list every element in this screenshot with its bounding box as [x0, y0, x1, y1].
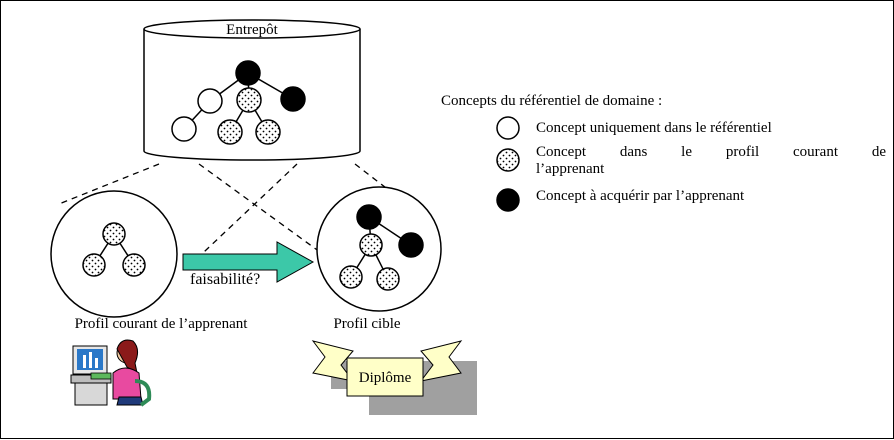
warehouse-concept-tree [171, 60, 306, 145]
learner-at-computer-icon [70, 339, 152, 407]
concept-empty [171, 116, 197, 142]
diploma-label: Diplôme [359, 370, 412, 386]
concept-filled [280, 86, 306, 112]
legend-empty-symbol [496, 116, 520, 140]
warehouse-label: Entrepôt [226, 22, 278, 38]
legend-item-filled-label: Concept à acquérir par l’apprenant [536, 188, 745, 204]
concept-dotted [217, 119, 243, 145]
concept-dotted [359, 233, 383, 257]
legend-item-dotted-label-line2: l’apprenant [536, 161, 605, 177]
feasibility-arrow [182, 241, 315, 283]
concept-filled [398, 232, 424, 258]
concept-dotted [255, 119, 281, 145]
legend-filled-symbol [496, 188, 520, 212]
current-profile-circle [50, 190, 178, 318]
concept-dotted [122, 253, 146, 277]
concept-filled [356, 204, 382, 230]
concept-dotted [339, 265, 363, 289]
legend-dotted-symbol [496, 148, 520, 172]
legend-item-dotted-label-line1: Concept dans le profil courant de [536, 144, 886, 160]
concept-dotted [376, 267, 400, 291]
target-profile-circle [316, 186, 442, 312]
legend-title: Concepts du référentiel de domaine : [441, 93, 663, 109]
concept-filled [235, 60, 261, 86]
concept-dotted [82, 253, 106, 277]
concept-dotted [236, 87, 262, 113]
current-profile-label: Profil courant de l’apprenant [75, 316, 249, 332]
concept-dotted [102, 222, 126, 246]
legend-symbols [496, 116, 520, 212]
legend-item-empty-label: Concept uniquement dans le référentiel [536, 120, 772, 136]
concept-empty [197, 88, 223, 114]
diploma-banner-icon [311, 340, 477, 415]
feasibility-label: faisabilité? [190, 271, 260, 288]
target-profile-label: Profil cible [333, 316, 400, 332]
